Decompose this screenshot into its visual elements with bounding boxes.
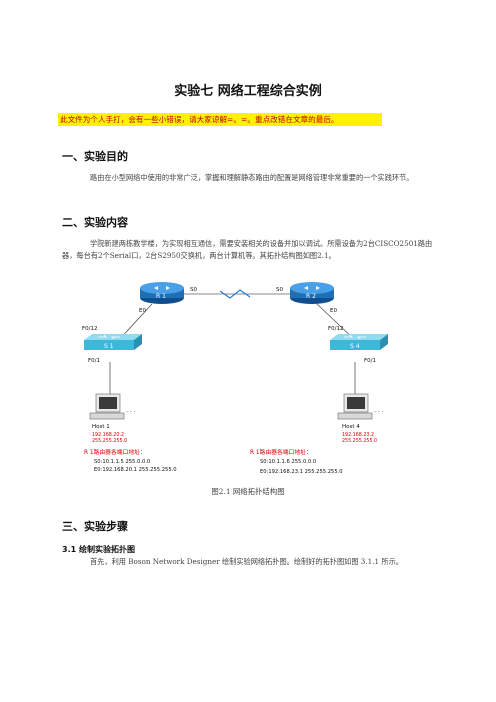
switch-icon-s4: [330, 334, 388, 350]
switch4-label: S 4: [350, 343, 360, 350]
r1-s0-address: S0:10.1.1.5 255.0.0.0: [94, 459, 150, 465]
r1-e0-label: E0: [139, 308, 146, 314]
serial-lightning-icon: [219, 289, 251, 299]
page-title: 实验七 网络工程综合实例: [174, 84, 322, 99]
notice-banner: 此文件为个人手打，会有一些小错误，请大家谅解=。=。重点改错在文章的最后。: [58, 113, 382, 126]
s1-uplink-label: F0/12: [82, 326, 98, 332]
host4-mask: 255.255.255.0: [342, 438, 377, 444]
section3-heading: 三、实验步骤: [62, 520, 128, 533]
r2-s0-address: S0:10.1.1.6 255.0.0.0: [260, 459, 316, 465]
r1-e0-address: E0:192.168.20.1 255.255.255.0: [94, 467, 177, 473]
figure-caption: 图2.1 网络拓扑结构图: [211, 487, 285, 496]
switch1-label: S 1: [104, 343, 114, 350]
computer-icon-host4: [337, 393, 373, 420]
host1-ip: 192.168.20.2: [92, 432, 124, 438]
switch-icon-s1: [84, 334, 142, 350]
section1-body: 路由在小型网络中使用的非常广泛，掌握和理解静态路由的配置是网络管理非常重要的一个…: [90, 173, 414, 182]
s4-uplink-label: F0/12: [328, 326, 344, 332]
r1-address-title: R 1路由器各端口地址：: [84, 448, 146, 456]
router1-label: R 1: [156, 293, 166, 300]
host4-label: Host 4: [342, 424, 360, 430]
subsection-3-1-body: 首先，利用 Boson Network Designer 绘制实验网络拓扑图。绘…: [90, 557, 403, 566]
computer-icon-host1: [89, 393, 125, 420]
host4-ellipsis: . . .: [374, 407, 384, 414]
host1-mask: 255.255.255.0: [92, 438, 127, 444]
router-icon-r1: [140, 282, 184, 304]
r2-s0-label: S0: [276, 287, 283, 293]
host4-ip: 192.168.23.2: [342, 432, 374, 438]
section1-heading: 一、实验目的: [62, 150, 128, 163]
router-icon-r2: [290, 282, 334, 304]
network-topology-figure: R 1 S0 E0 R 2 S0 E0 S 1 F0/12 F0/1 S 4 F…: [82, 282, 388, 475]
host1-label: Host 1: [92, 424, 110, 430]
r1-s0-label: S0: [190, 287, 197, 293]
r2-e0-label: E0: [330, 308, 337, 314]
r2-address-title: R 1路由器各端口地址：: [250, 448, 312, 456]
router2-label: R 2: [306, 293, 316, 300]
section2-heading: 二、实验内容: [62, 216, 128, 229]
host1-ellipsis: . . .: [126, 407, 136, 414]
r2-e0-address: E0:192.168.23.1 255.255.255.0: [260, 469, 343, 475]
section2-body: 学院新建两栋教学楼，为实现相互通信，需要安装相关的设备并加以调试。所需设备为2台…: [62, 239, 433, 260]
s1-down-label: F0/1: [88, 358, 100, 364]
s4-down-label: F0/1: [364, 358, 376, 364]
subsection-3-1-heading: 3.1 绘制实验拓扑图: [62, 545, 135, 554]
